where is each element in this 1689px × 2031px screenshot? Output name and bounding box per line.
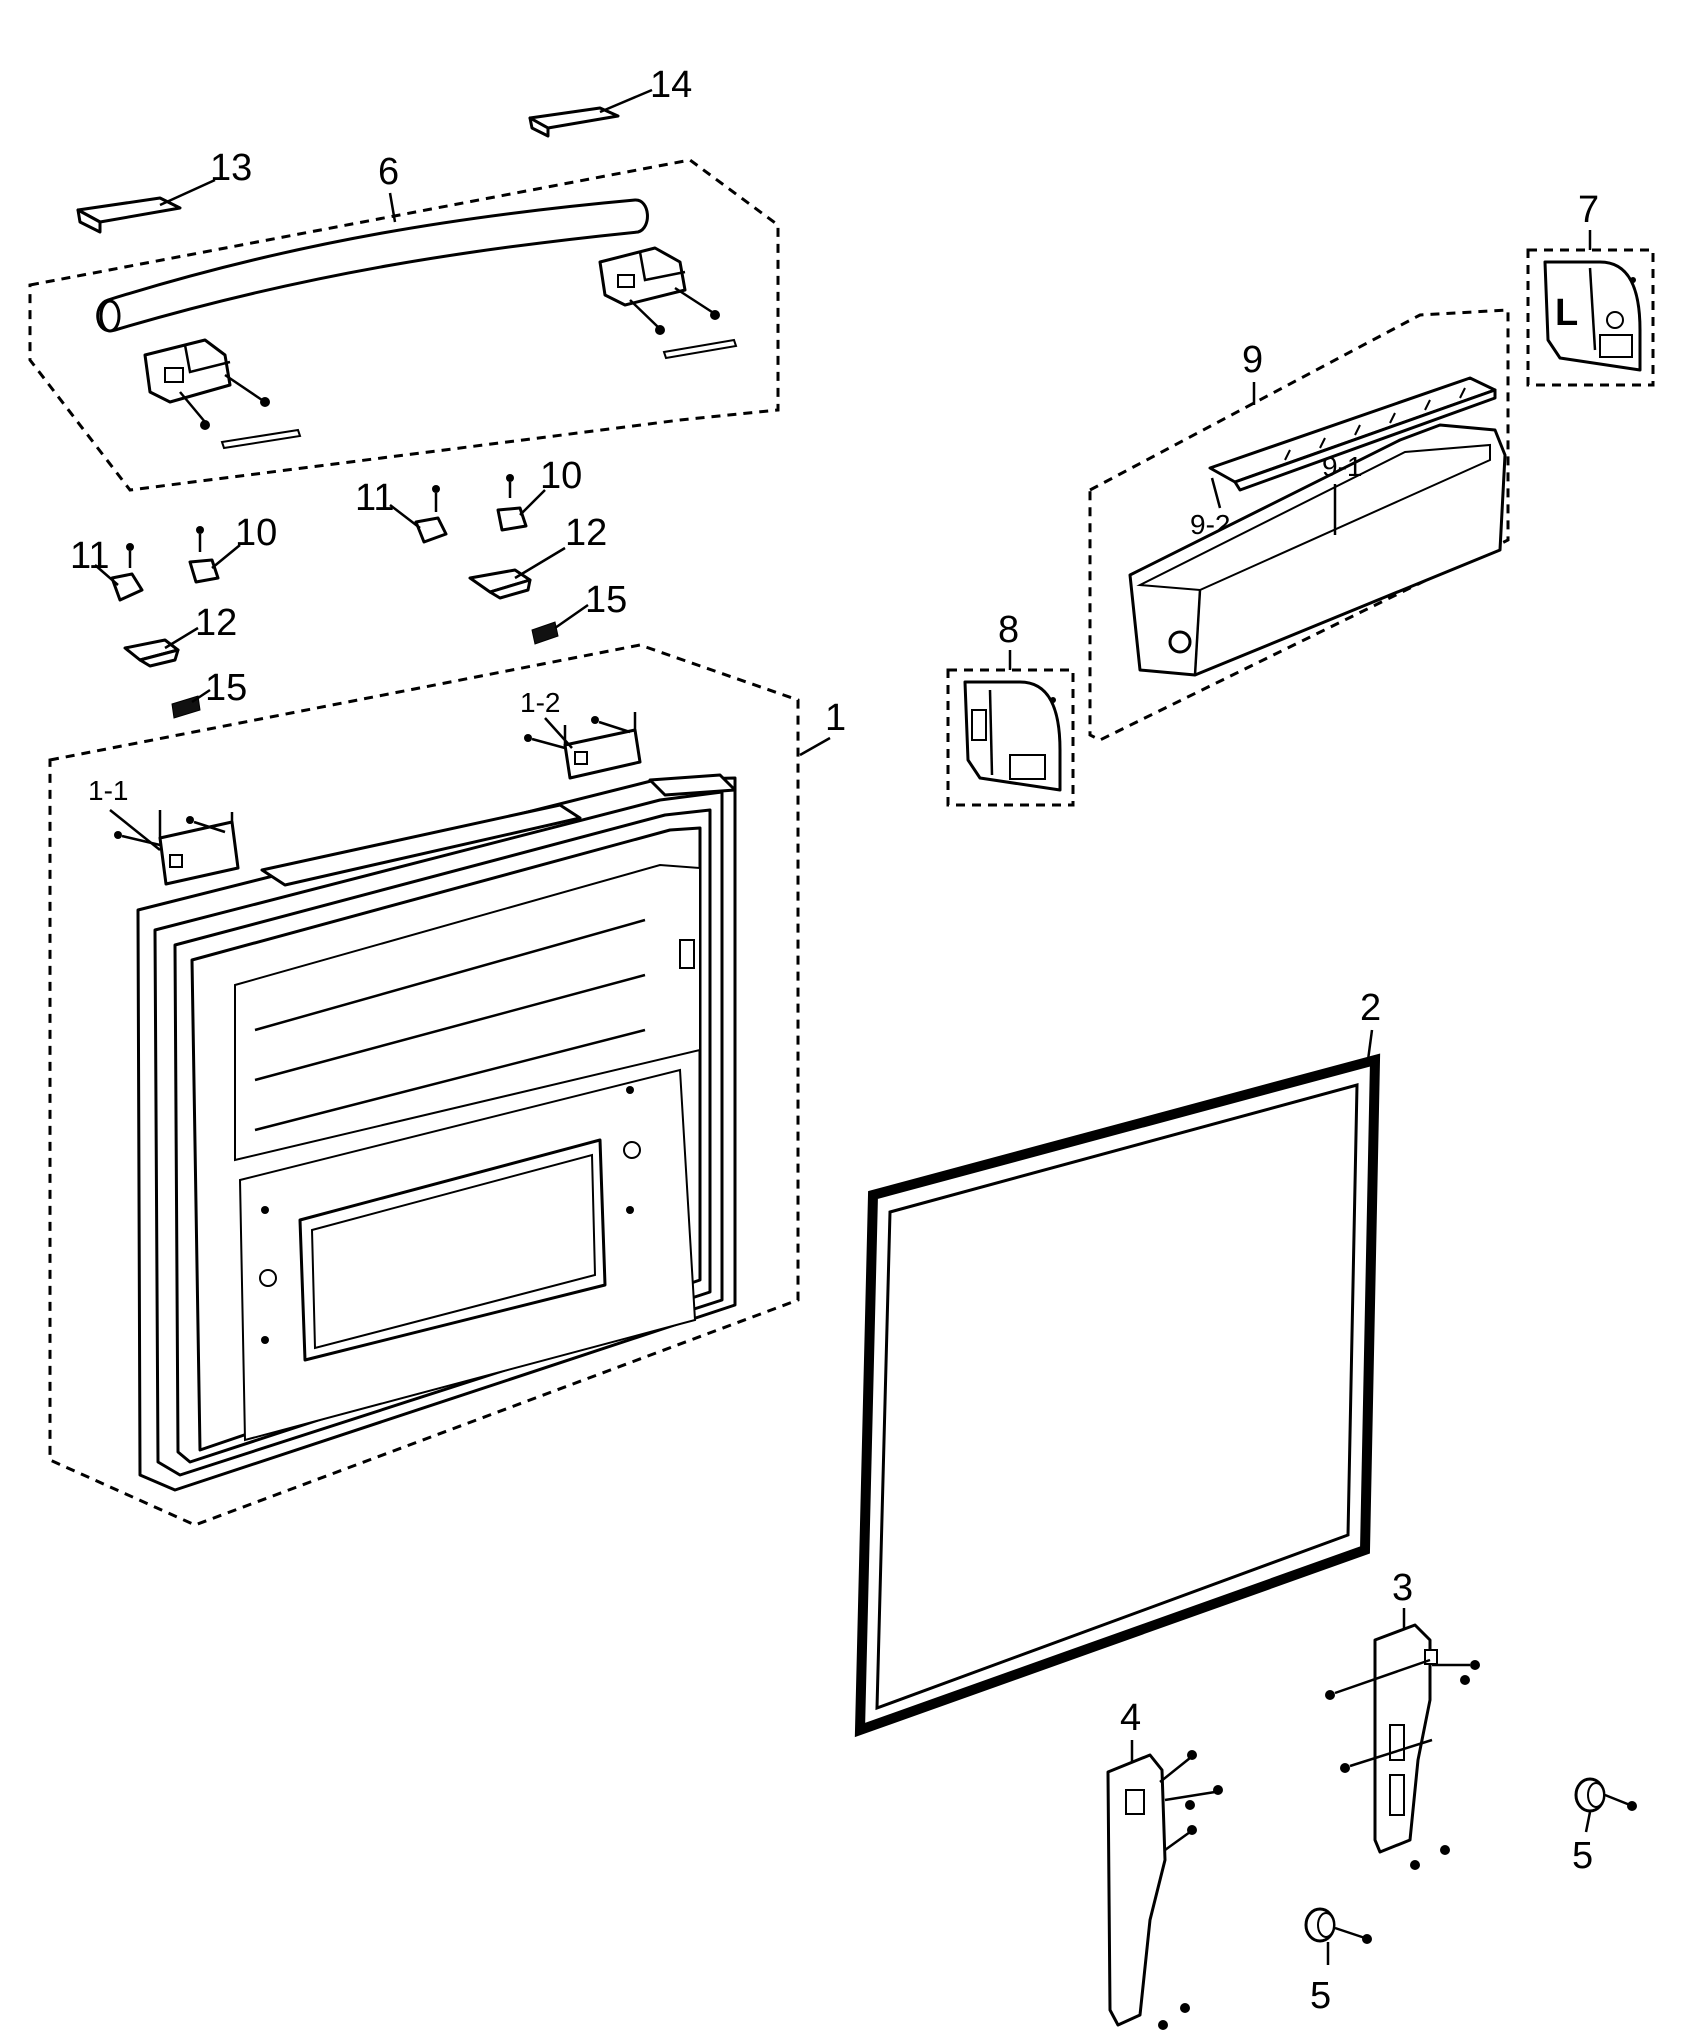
cover-left-assembly: 7 L	[1526, 189, 1655, 387]
callout-13: 13	[210, 147, 252, 189]
part-11-block-right	[414, 516, 448, 544]
callout-14: 14	[650, 64, 692, 106]
cover-right-outline	[946, 668, 1075, 807]
part-10-block-right	[496, 506, 528, 532]
door-bin-outline	[1088, 308, 1510, 742]
callout-1: 1	[825, 697, 846, 739]
callout-5-left: 5	[1310, 1975, 1331, 2017]
cover-left-outline	[1526, 248, 1655, 387]
callout-4: 4	[1120, 1697, 1141, 1739]
cover-letter-l: L	[1555, 292, 1578, 334]
callout-12-right: 12	[565, 512, 607, 554]
door-gasket: 2	[854, 987, 1381, 1738]
callout-8: 8	[998, 609, 1019, 651]
callout-6: 6	[378, 151, 399, 193]
door-assembly-outline	[48, 643, 800, 1527]
part-5-cap-left: 5	[1304, 1907, 1372, 2017]
part-1-1-bracket: 1-1	[88, 775, 240, 886]
callout-10-right: 10	[540, 455, 582, 497]
part-3-hinge-bracket: 3	[1325, 1567, 1480, 1870]
door-panel	[136, 773, 737, 1492]
callout-5-right: 5	[1572, 1835, 1593, 1877]
callout-1-1: 1-1	[88, 775, 128, 806]
part-11-block-left	[110, 572, 144, 602]
callout-9-1: 9-1	[1322, 451, 1362, 482]
part-14-cap: 14	[528, 64, 692, 138]
callout-15-right: 15	[585, 579, 627, 621]
door-assembly: 1	[48, 643, 846, 1527]
callout-11-left: 11	[70, 535, 109, 577]
cover-right-assembly: 8	[946, 609, 1075, 807]
hinge-hardware-left: 11 10 12 15	[70, 512, 277, 719]
callout-2: 2	[1360, 987, 1381, 1029]
handle-assembly-outline	[28, 158, 780, 492]
handle-bracket-right	[598, 246, 738, 360]
callout-10-left: 10	[235, 512, 277, 554]
part-15-spring-right	[531, 621, 559, 645]
part-4-hinge-bracket: 4	[1106, 1697, 1223, 2030]
callout-12-left: 12	[195, 602, 237, 644]
callout-11-right: 11	[355, 477, 394, 519]
callout-1-2: 1-2	[520, 687, 560, 718]
part-5-cap-right: 5	[1572, 1777, 1637, 1877]
part-13-cap: 13	[76, 147, 252, 234]
handle-bracket-left	[143, 338, 302, 450]
callout-7: 7	[1578, 189, 1599, 231]
callout-9: 9	[1242, 339, 1263, 381]
door-handle-bar	[96, 198, 649, 333]
part-10-block-left	[188, 558, 220, 584]
hinge-hardware-right: 11 10 12 15	[355, 455, 627, 645]
door-bin-assembly: 9 9-2 9-1	[1088, 308, 1510, 742]
callout-3: 3	[1392, 1567, 1413, 1609]
part-1-2-bracket: 1-2	[520, 687, 642, 780]
callout-15-left: 15	[205, 667, 247, 709]
handle-assembly: 6	[28, 151, 780, 492]
